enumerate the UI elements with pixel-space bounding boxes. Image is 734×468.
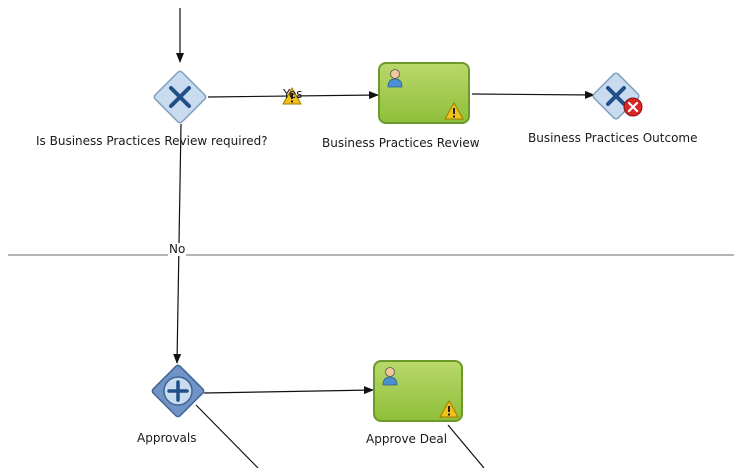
sequence-flow-review-to-outcome[interactable]: [471, 90, 595, 99]
warning-icon: [282, 86, 302, 105]
gateway-label-approvals: Approvals: [137, 431, 197, 445]
task-label-approve-deal: Approve Deal: [366, 432, 448, 446]
user-icon: [387, 69, 403, 88]
user-task-approve-deal[interactable]: [373, 360, 463, 422]
warning-icon: [439, 400, 459, 418]
edge-label-no: No: [168, 242, 187, 256]
error-icon: [623, 97, 643, 117]
exclusive-gateway-review-required[interactable]: [153, 70, 207, 124]
warning-icon: [444, 102, 464, 120]
edge-label-yes: Yes: [283, 87, 303, 101]
user-icon: [382, 367, 398, 386]
sequence-flow-approvals-out[interactable]: [195, 404, 259, 468]
parallel-gateway-approvals[interactable]: [151, 364, 205, 418]
sequence-flow-approvals-to-approve-deal[interactable]: [203, 386, 374, 395]
task-label-business-practices-review: Business Practices Review: [322, 136, 480, 150]
sequence-flow-approve-deal-out[interactable]: [447, 424, 485, 468]
gateway-label-business-practices-outcome: Business Practices Outcome: [528, 131, 698, 145]
gateway-label-review-required: Is Business Practices Review required?: [36, 134, 268, 148]
user-task-business-practices-review[interactable]: [378, 62, 470, 124]
